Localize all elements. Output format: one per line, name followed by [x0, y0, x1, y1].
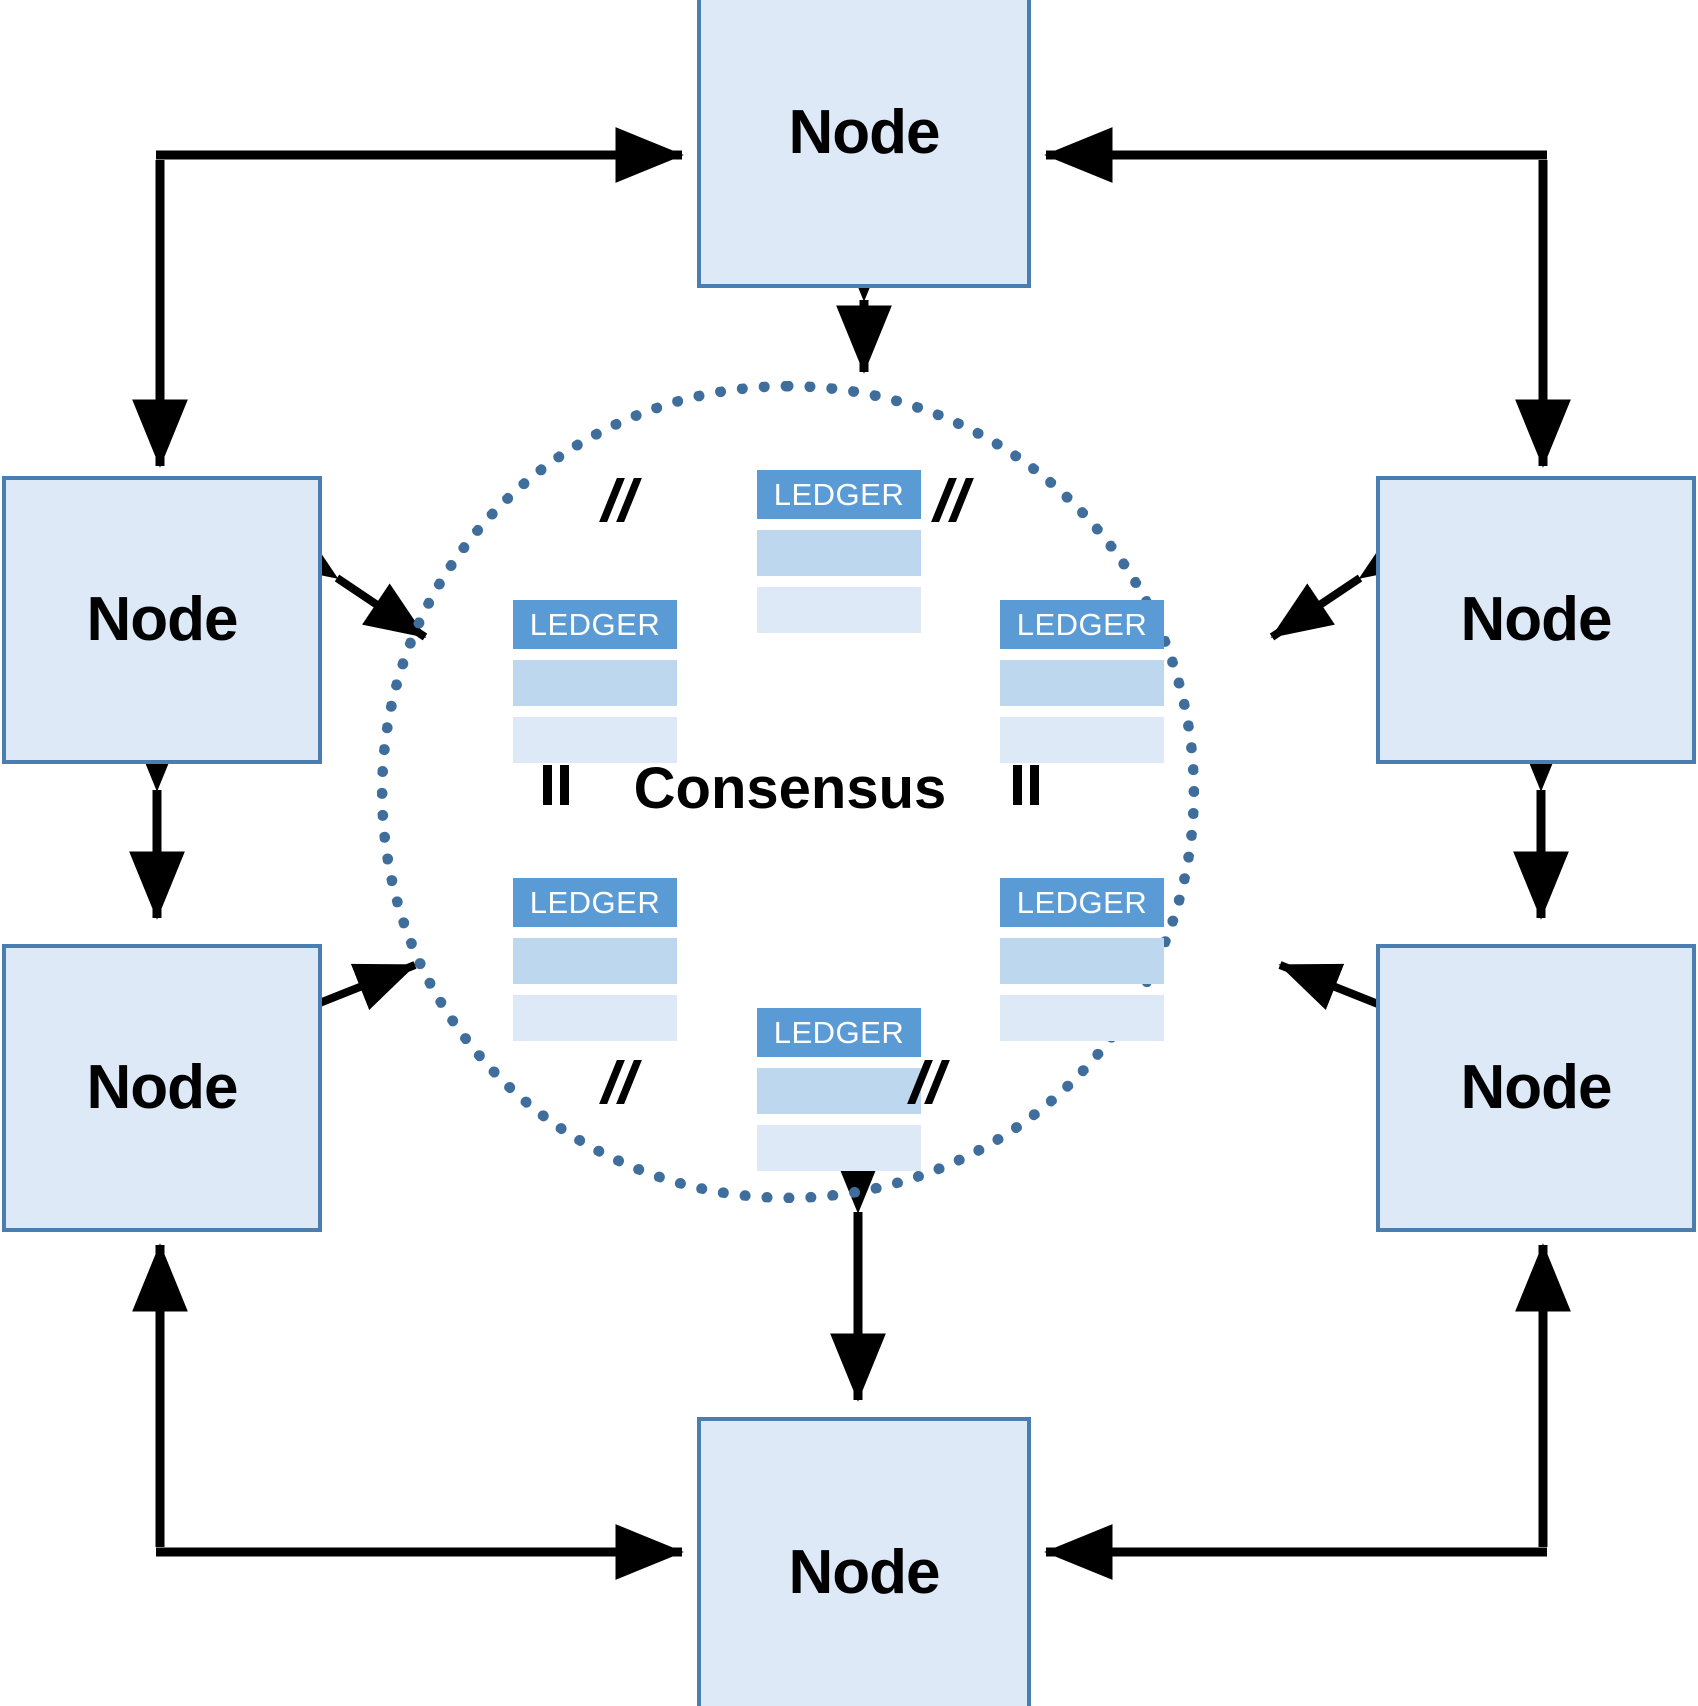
node-box-left-lower[interactable]: Node — [2, 944, 322, 1232]
node-box-left-upper[interactable]: Node — [2, 476, 322, 764]
ledger-row — [1000, 660, 1164, 706]
equals-icon — [599, 1060, 642, 1104]
equals-icon — [931, 478, 974, 522]
ledger-card-right-lower[interactable]: LEDGER — [1000, 878, 1164, 1041]
ledger-header: LEDGER — [757, 470, 921, 519]
node-box-right-lower[interactable]: Node — [1376, 944, 1696, 1232]
ledger-header: LEDGER — [1000, 600, 1164, 649]
node-label: Node — [788, 98, 941, 167]
node-label: Node — [1460, 585, 1613, 654]
ledger-header: LEDGER — [513, 878, 677, 927]
ledger-header: LEDGER — [1000, 878, 1164, 927]
ledger-row — [757, 1068, 921, 1114]
equals-icon — [907, 1060, 950, 1104]
ledger-header: LEDGER — [513, 600, 677, 649]
node-box-bottom[interactable]: Node — [697, 1417, 1031, 1706]
ledger-row — [513, 995, 677, 1041]
ledger-row — [513, 717, 677, 763]
ledger-card-left-lower[interactable]: LEDGER — [513, 878, 677, 1041]
node-label: Node — [1460, 1053, 1613, 1122]
ledger-row — [513, 938, 677, 984]
ledger-card-bottom[interactable]: LEDGER — [757, 1008, 921, 1171]
ledger-row — [757, 587, 921, 633]
ledger-row — [1000, 995, 1164, 1041]
consensus-label: Consensus — [633, 756, 947, 821]
ledger-card-top[interactable]: LEDGER — [757, 470, 921, 633]
consensus-boundary-circle — [377, 381, 1199, 1203]
ledger-header: LEDGER — [757, 1008, 921, 1057]
arrow-circle-leftlower — [242, 961, 417, 1053]
ledger-row — [1000, 938, 1164, 984]
arrow-circle-rightupper — [1269, 524, 1423, 641]
node-label: Node — [86, 585, 239, 654]
ledger-row — [757, 1125, 921, 1171]
ledger-row — [757, 530, 921, 576]
ledger-card-right-upper[interactable]: LEDGER — [1000, 600, 1164, 763]
ledger-card-left-upper[interactable]: LEDGER — [513, 600, 677, 763]
ledger-row — [1000, 717, 1164, 763]
equals-icon — [535, 765, 575, 809]
node-box-top[interactable]: Node — [697, 0, 1031, 288]
node-label: Node — [86, 1053, 239, 1122]
arrow-circle-rightlower — [1278, 961, 1453, 1053]
equals-icon — [1005, 765, 1045, 809]
ledger-row — [513, 660, 677, 706]
equals-icon — [599, 478, 642, 522]
node-box-right-upper[interactable]: Node — [1376, 476, 1696, 764]
node-label: Node — [788, 1538, 941, 1607]
